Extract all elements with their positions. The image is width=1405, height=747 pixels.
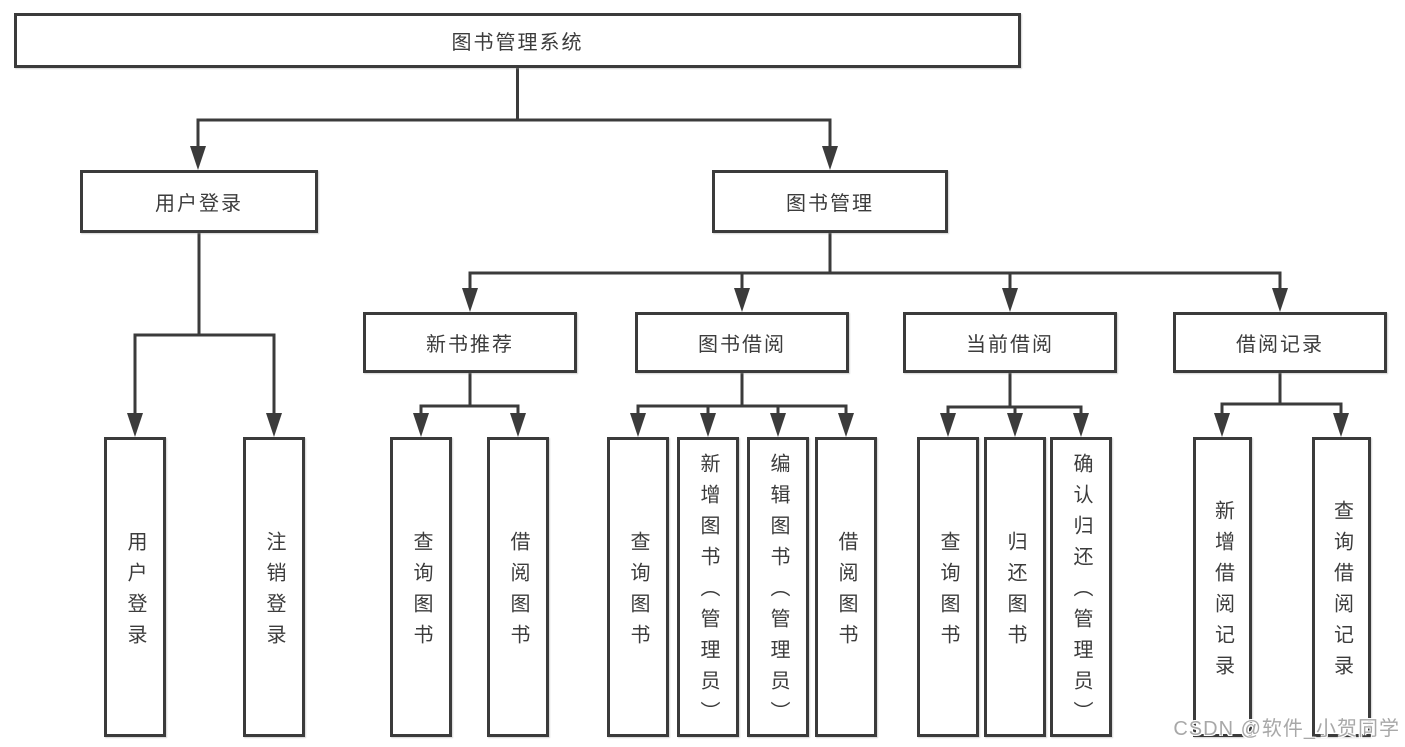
arrowhead <box>1007 413 1023 437</box>
arrowhead <box>1333 413 1349 437</box>
node-label: 图书管理 <box>786 193 874 215</box>
arrowhead <box>630 413 646 437</box>
connector-new-book-rec-to-children <box>413 371 526 437</box>
connector-current-borrow-to-children <box>940 371 1089 437</box>
arrowhead <box>1272 288 1288 312</box>
node-user-login: 用户登录 <box>80 170 318 233</box>
arrowhead <box>266 413 282 437</box>
arrowhead <box>700 413 716 437</box>
leaf-add-books-admin: 新增图书（管理员） <box>677 437 739 737</box>
leaf-query-books-current: 查询图书 <box>917 437 979 737</box>
node-label: 用户登录 <box>124 530 146 655</box>
arrowhead <box>190 146 206 170</box>
node-label: 图书管理系统 <box>451 32 584 54</box>
node-label: 查询图书 <box>627 530 649 655</box>
arrowhead <box>770 413 786 437</box>
connector-book-borrow-to-children <box>630 371 854 437</box>
arrowhead <box>413 413 429 437</box>
csdn-watermark: CSDN @软件_小贺同学 <box>1173 718 1400 740</box>
leaf-logout: 注销登录 <box>243 437 305 737</box>
node-label: 借阅记录 <box>1236 334 1324 356</box>
node-label: 新增图书（管理员） <box>697 453 719 732</box>
arrowhead <box>462 288 478 312</box>
leaf-add-borrow-record: 新增借阅记录 <box>1193 437 1252 737</box>
leaf-borrow-books: 借阅图书 <box>815 437 877 737</box>
leaf-return-books: 归还图书 <box>984 437 1046 737</box>
connector-root-to-level2 <box>190 66 838 170</box>
leaf-edit-books-admin: 编辑图书（管理员） <box>747 437 809 737</box>
arrowhead <box>1002 288 1018 312</box>
node-label: 新书推荐 <box>426 334 514 356</box>
leaf-query-books-recommend: 查询图书 <box>390 437 452 737</box>
arrowhead <box>940 413 956 437</box>
leaf-borrow-books-recommend: 借阅图书 <box>487 437 549 737</box>
node-label: 查询借阅记录 <box>1330 499 1353 686</box>
node-label: 图书借阅 <box>698 334 786 356</box>
node-label: 当前借阅 <box>966 334 1054 356</box>
node-current-borrowing: 当前借阅 <box>903 312 1117 373</box>
node-label: 查询图书 <box>937 530 959 655</box>
node-book-management: 图书管理 <box>712 170 948 233</box>
arrowhead <box>838 413 854 437</box>
arrowhead <box>1214 413 1230 437</box>
node-library-system: 图书管理系统 <box>14 13 1021 68</box>
connector-borrow-records-to-children <box>1214 371 1349 437</box>
arrowhead <box>822 146 838 170</box>
node-label: 借阅图书 <box>507 530 529 655</box>
leaf-confirm-return-admin: 确认归还（管理员） <box>1050 437 1112 737</box>
node-label: 查询图书 <box>410 530 432 655</box>
connector-book-mgmt-to-level3 <box>462 231 1288 312</box>
node-label: 用户登录 <box>155 193 243 215</box>
connector-user-login-to-children <box>127 231 282 437</box>
leaf-query-books-borrowing: 查询图书 <box>607 437 669 737</box>
leaf-query-borrow-record: 查询借阅记录 <box>1312 437 1371 737</box>
node-borrowing-records: 借阅记录 <box>1173 312 1387 373</box>
arrowhead <box>127 413 143 437</box>
node-label: 确认归还（管理员） <box>1070 453 1092 732</box>
arrowhead <box>1073 413 1089 437</box>
node-label: 新增借阅记录 <box>1211 499 1234 686</box>
node-book-borrowing: 图书借阅 <box>635 312 849 373</box>
node-label: 注销登录 <box>263 530 285 655</box>
node-label: 借阅图书 <box>835 530 857 655</box>
arrowhead <box>510 413 526 437</box>
node-label: 编辑图书（管理员） <box>767 453 789 732</box>
arrowhead <box>734 288 750 312</box>
node-new-book-recommend: 新书推荐 <box>363 312 577 373</box>
leaf-user-login: 用户登录 <box>104 437 166 737</box>
node-label: 归还图书 <box>1004 530 1026 655</box>
